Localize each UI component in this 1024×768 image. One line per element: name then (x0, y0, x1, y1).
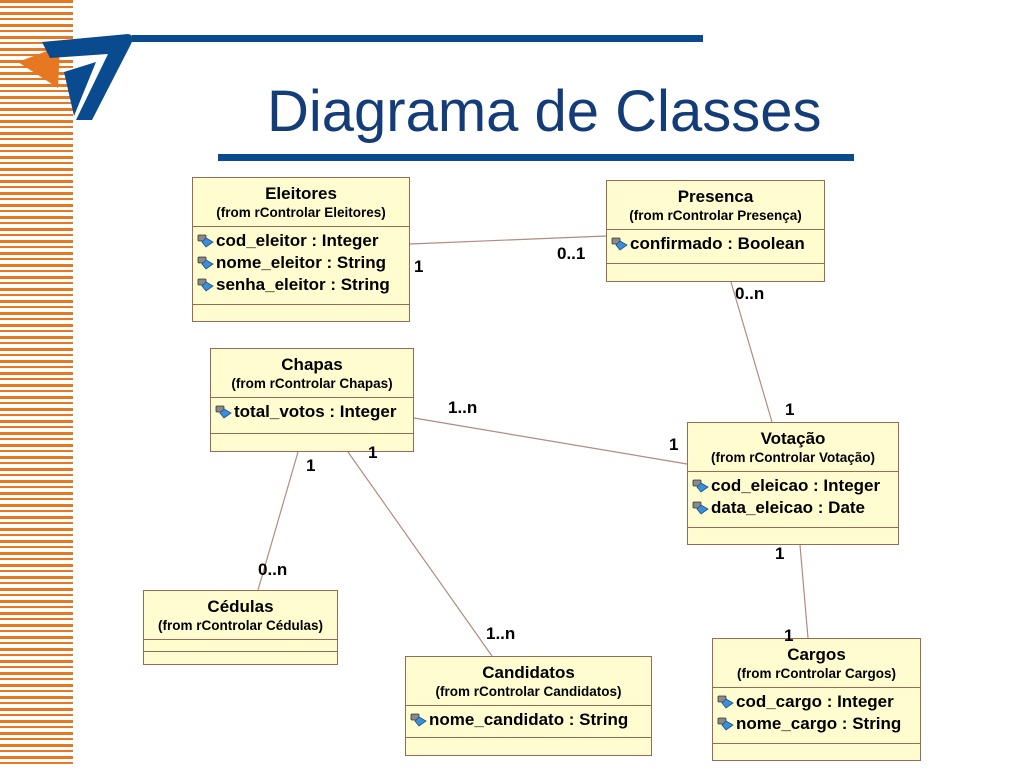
operations-compartment (607, 263, 824, 264)
link-chapas-candidatos (347, 451, 493, 657)
title-rule-top (132, 35, 703, 42)
class-name: Cédulas (207, 597, 274, 616)
multiplicity-label: 1 (414, 257, 424, 276)
multiplicity-label: 1 (775, 544, 785, 563)
multiplicity-label: 1 (785, 400, 795, 419)
link-chapas-votacao (413, 417, 688, 465)
attribute-icon (611, 237, 628, 251)
attribute: data_eleicao : Date (692, 497, 894, 519)
operations-compartment (144, 651, 337, 652)
logo-icon (18, 34, 133, 120)
class-votacao[interactable]: Votação (from rControlar Votação) cod_el… (687, 422, 899, 545)
multiplicity-label: 1..n (486, 624, 516, 643)
class-package: (from rControlar Votação) (710, 450, 875, 465)
multiplicity-label: 1 (784, 626, 794, 645)
class-name: Candidatos (482, 663, 575, 682)
title-rule-bottom (218, 154, 854, 161)
attribute: cod_eleicao : Integer (692, 475, 894, 497)
attribute-icon (717, 717, 734, 731)
multiplicity-label: 1..n (448, 398, 478, 417)
attributes-compartment (144, 639, 337, 640)
multiplicity-label: 0..n (258, 560, 288, 579)
attribute: total_votos : Integer (215, 401, 409, 423)
operations-compartment (713, 743, 920, 744)
multiplicity-label: 0..n (735, 284, 765, 303)
class-name: Cargos (787, 645, 846, 664)
multiplicity-label: 1 (306, 456, 316, 475)
class-cedulas[interactable]: Cédulas (from rControlar Cédulas) (143, 590, 338, 665)
operations-compartment (211, 433, 413, 434)
class-name: Presenca (677, 187, 754, 206)
attribute: cod_cargo : Integer (717, 691, 916, 713)
link-chapas-cedulas (257, 451, 299, 591)
class-cargos[interactable]: Cargos (from rControlar Cargos) cod_carg… (712, 638, 921, 761)
class-package: (from rControlar Presença) (629, 208, 802, 223)
attribute-icon (197, 256, 214, 270)
attribute: nome_eleitor : String (197, 252, 405, 274)
attribute: senha_eleitor : String (197, 274, 405, 296)
attribute: nome_cargo : String (717, 713, 916, 735)
operations-compartment (193, 304, 409, 305)
class-package: (from rControlar Cargos) (736, 666, 896, 681)
link-votacao-cargos (799, 544, 809, 639)
attribute-icon (410, 713, 427, 727)
link-presenca-votacao (730, 281, 773, 423)
class-candidatos[interactable]: Candidatos (from rControlar Candidatos) … (405, 656, 652, 756)
class-package: (from rControlar Candidatos) (435, 684, 622, 699)
attribute: confirmado : Boolean (611, 233, 820, 255)
class-eleitores[interactable]: Eleitores (from rControlar Eleitores) co… (192, 177, 410, 322)
attribute-icon (717, 695, 734, 709)
page-title: Diagrama de Classes (267, 79, 822, 144)
attribute-icon (692, 501, 709, 515)
class-presenca[interactable]: Presenca (from rControlar Presença) conf… (606, 180, 825, 282)
multiplicity-label: 1 (669, 435, 679, 454)
multiplicity-label: 1 (368, 443, 378, 462)
attribute-icon (692, 479, 709, 493)
attribute-icon (197, 278, 214, 292)
class-name: Eleitores (265, 184, 337, 203)
attribute-icon (215, 405, 232, 419)
attribute: nome_candidato : String (410, 709, 647, 731)
attribute-icon (197, 234, 214, 248)
class-name: Chapas (281, 355, 343, 374)
link-eleitores-presenca (409, 235, 607, 245)
operations-compartment (406, 737, 651, 738)
operations-compartment (688, 527, 898, 528)
multiplicity-label: 0..1 (557, 244, 586, 263)
class-package: (from rControlar Chapas) (231, 376, 393, 391)
class-package: (from rControlar Cédulas) (157, 618, 323, 633)
class-name: Votação (760, 429, 826, 448)
class-package: (from rControlar Eleitores) (216, 205, 386, 220)
attribute: cod_eleitor : Integer (197, 230, 405, 252)
decorative-stripes (0, 0, 73, 768)
class-chapas[interactable]: Chapas (from rControlar Chapas) total_vo… (210, 348, 414, 452)
